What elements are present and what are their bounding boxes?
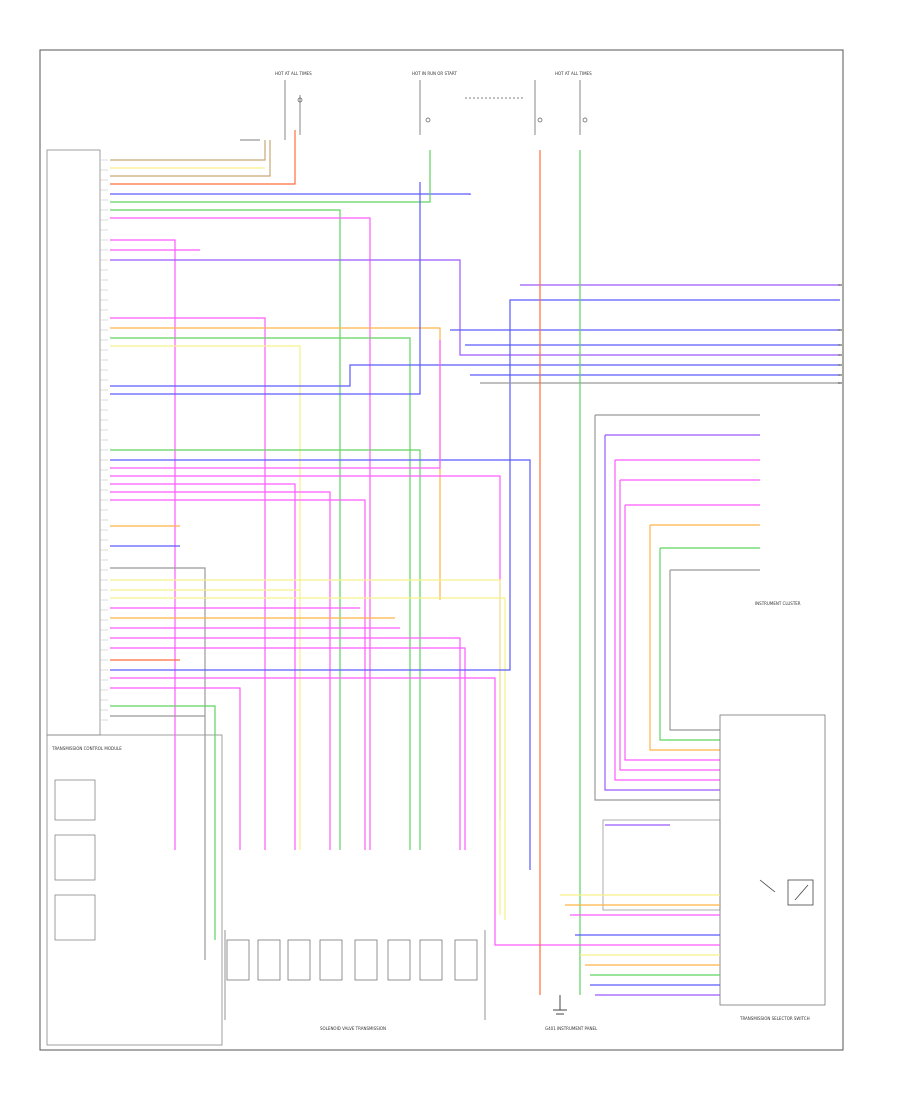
fuse-right-label: HOT AT ALL TIMES [555, 71, 592, 76]
wire-runs [110, 130, 840, 960]
ground-symbol [553, 995, 567, 1015]
tcm-connector [46, 149, 101, 736]
tcm-internal-symbols [54, 779, 96, 941]
selector-harness [594, 414, 760, 826]
fuse-mid-label: HOT IN RUN OR START [412, 71, 457, 76]
cluster-bus [450, 150, 840, 995]
cluster-label: INSTRUMENT CLUSTER [755, 601, 801, 606]
selector-inner [602, 819, 721, 911]
selector-label: TRANSMISSION SELECTOR SWITCH [739, 1016, 810, 1021]
fuse-block-right [534, 80, 588, 135]
tcm-label: TRANSMISSION CONTROL MODULE [51, 746, 122, 751]
solenoid-valve-body [224, 930, 486, 1020]
fuse-block-left [240, 80, 303, 141]
valve-body-label: SOLENOID VALVE TRANSMISSION [320, 1026, 386, 1031]
diagram-frame [39, 49, 844, 1051]
selector-module [719, 714, 826, 1006]
tcm-pin-ticks [100, 159, 108, 721]
ground-label: G401 INSTRUMENT PANEL [545, 1026, 598, 1031]
selector-input-wires [560, 894, 720, 996]
selector-switch-symbol [759, 879, 814, 906]
fuse-top-label: HOT AT ALL TIMES [275, 71, 312, 76]
tcm-module-box [46, 734, 223, 1046]
fuse-block-mid [419, 80, 525, 135]
right-edge-stubs [838, 284, 842, 384]
